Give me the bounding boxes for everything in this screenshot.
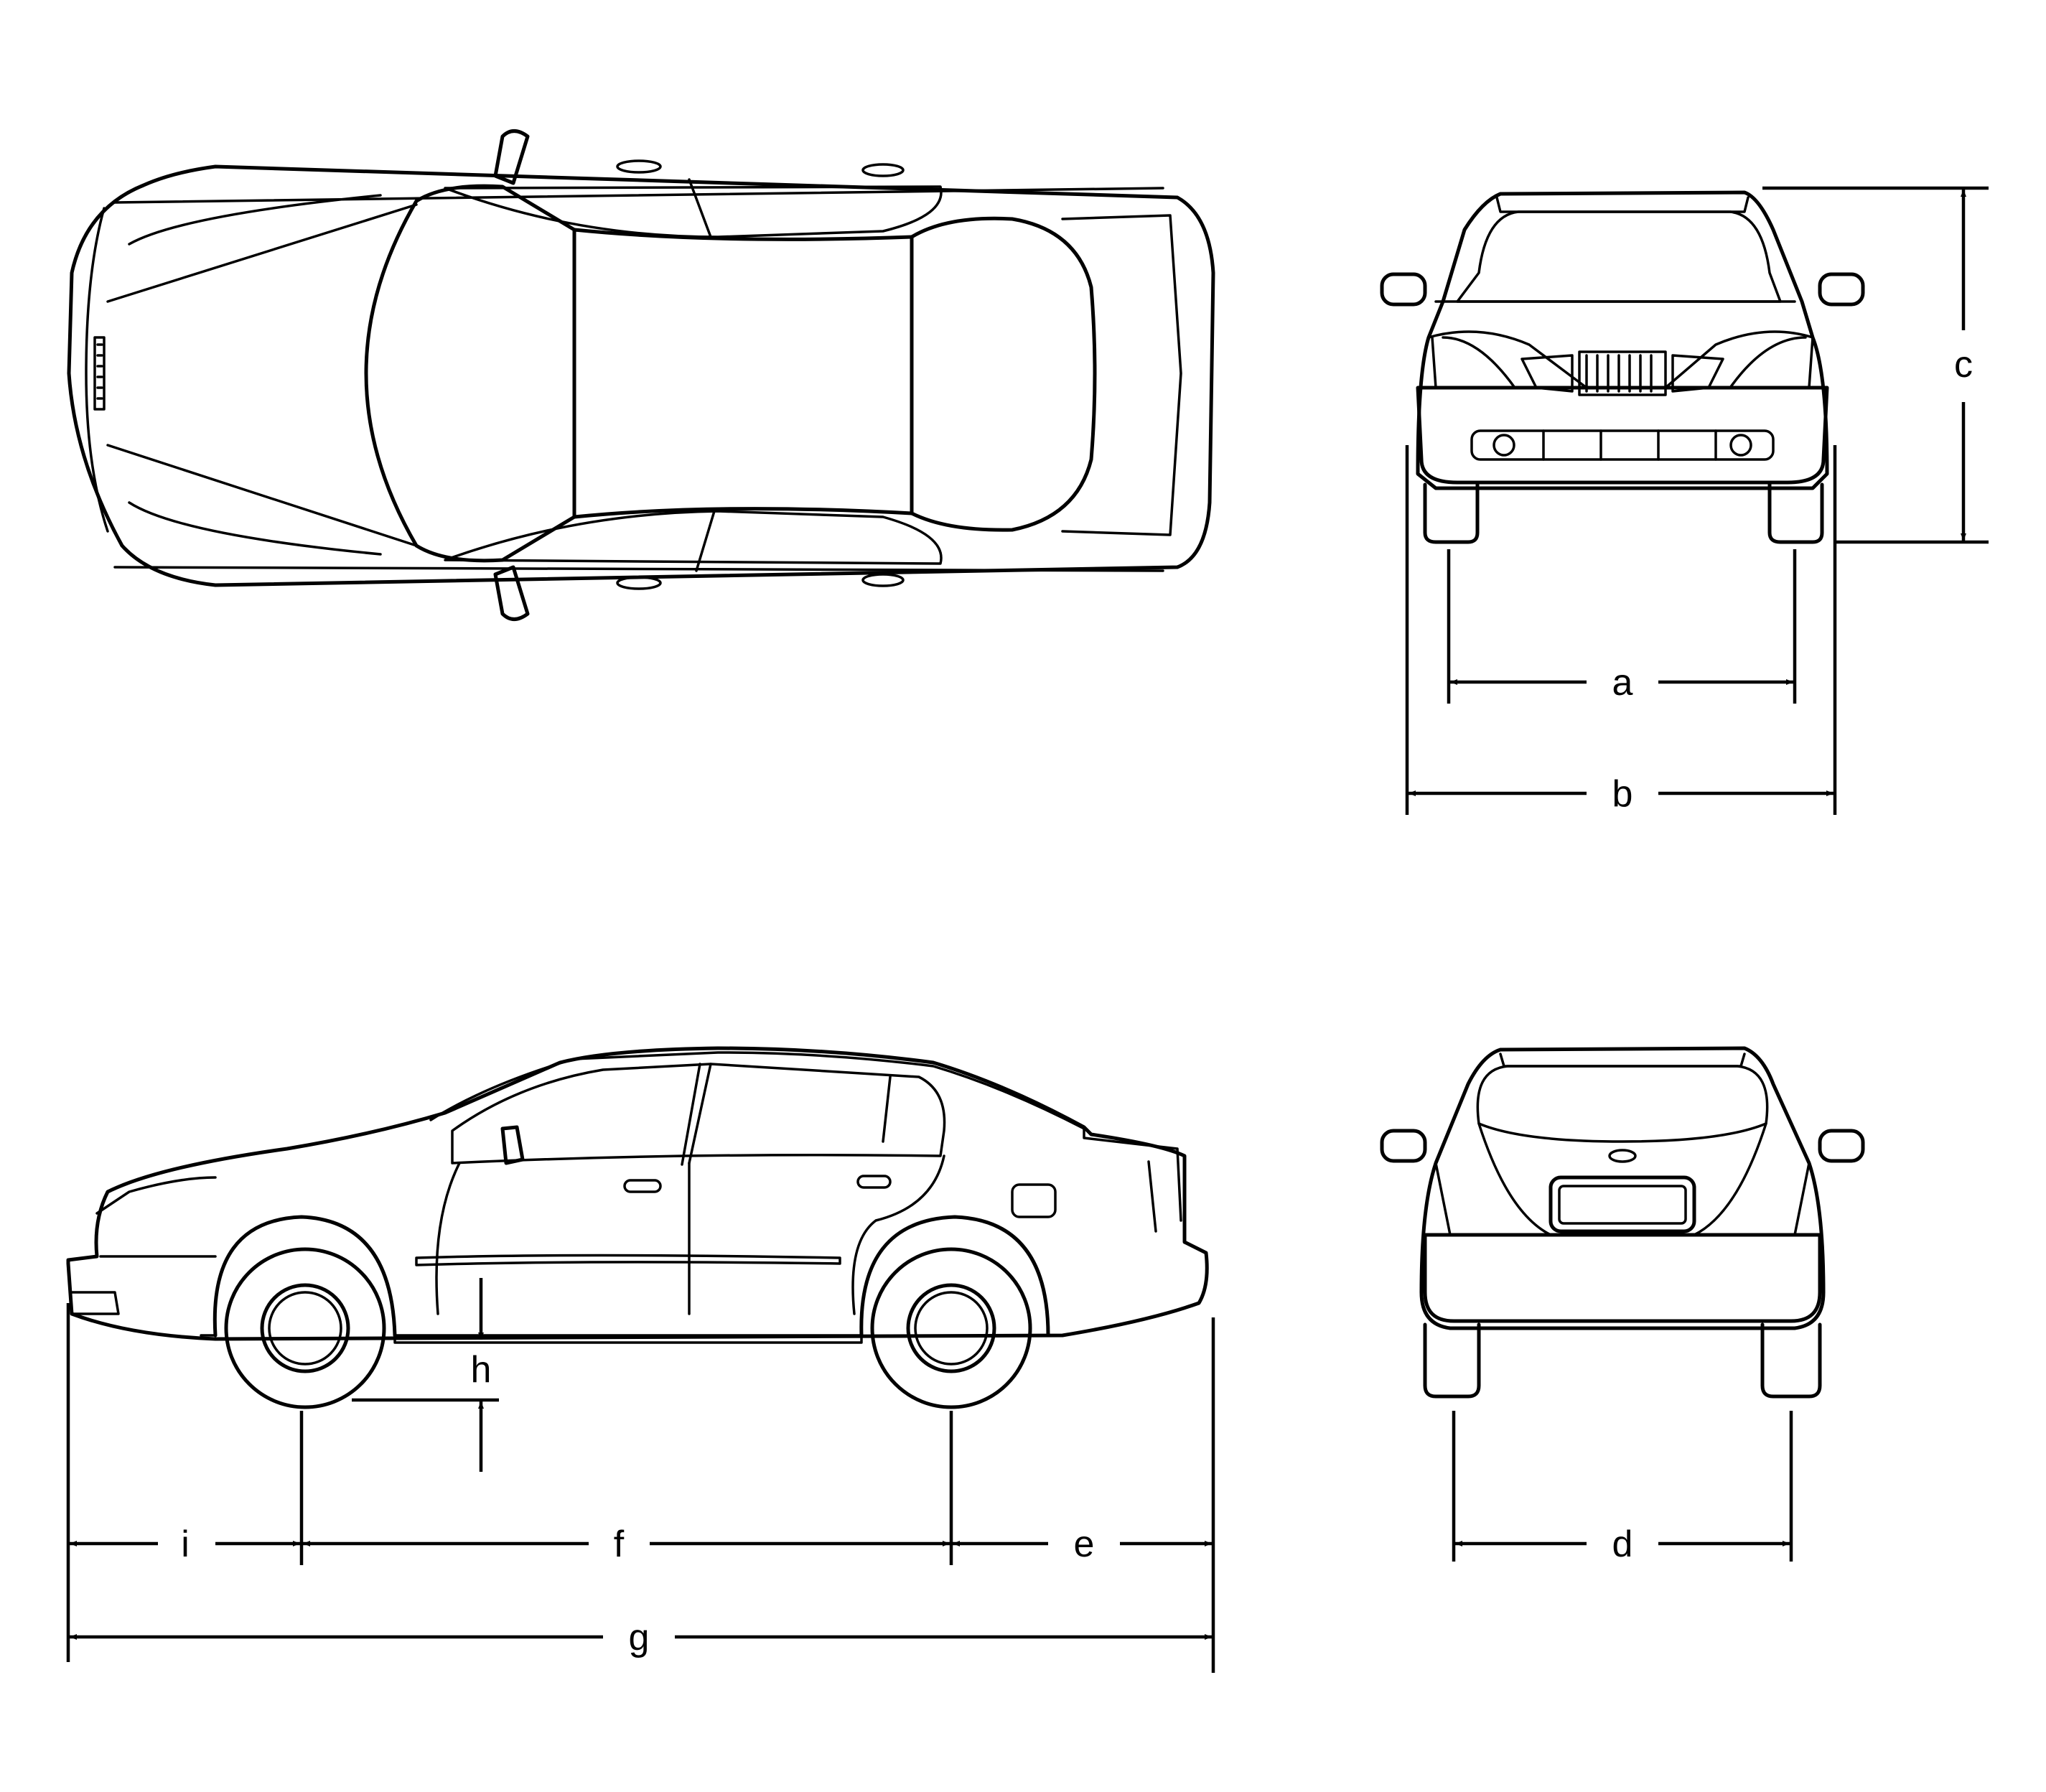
dim-label-f: f bbox=[614, 1523, 625, 1565]
side-view bbox=[66, 1046, 1209, 1409]
front-view bbox=[1380, 190, 1865, 544]
dim-label-d: d bbox=[1612, 1523, 1633, 1565]
dimension-labels: a b c d e f g h i bbox=[181, 344, 1973, 1658]
dim-label-e: e bbox=[1074, 1523, 1095, 1565]
dim-label-g: g bbox=[629, 1617, 650, 1658]
top-view bbox=[67, 129, 1215, 621]
dim-label-b: b bbox=[1612, 773, 1633, 815]
dim-label-c: c bbox=[1954, 344, 1973, 386]
rear-view bbox=[1380, 1046, 1865, 1399]
dim-label-a: a bbox=[1612, 662, 1633, 704]
dim-label-i: i bbox=[181, 1523, 190, 1565]
dimension-lines bbox=[66, 186, 1989, 1673]
dim-label-h: h bbox=[471, 1349, 492, 1391]
